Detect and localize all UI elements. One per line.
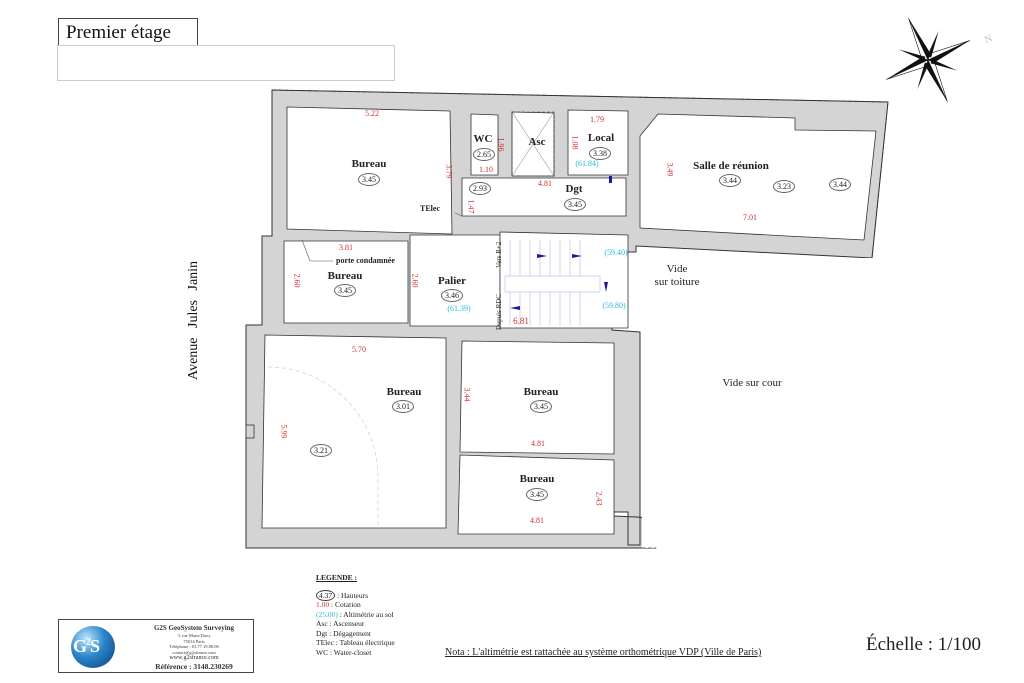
dimension: 4.81 (531, 439, 545, 448)
reference: Référence : 3148.230269 (155, 662, 233, 671)
porte-condamnee-label: porte condamnée (336, 256, 395, 265)
dimension: 1.10 (479, 165, 493, 174)
room-bureau-w (283, 240, 409, 324)
dimension: 1.79 (590, 115, 604, 124)
legend-item-dgt: Dgt : Dégagement (316, 628, 371, 638)
height-badge: 3.21 (310, 444, 332, 457)
room-label-bureau-center: Bureau (523, 386, 559, 398)
height-badge: 3.44 (719, 174, 741, 187)
legend-item-telec: TElec : Tableau électrique (316, 638, 395, 647)
dimension: 3.79 (444, 164, 454, 179)
company-block: G2S G2S GeoSystem Surveying 3, rue Marie… (58, 619, 254, 673)
room-label-local: Local (587, 132, 615, 144)
room-bureau-center (459, 340, 615, 455)
dimension: 1.96 (496, 137, 506, 152)
room-local (567, 109, 629, 176)
dimension: 5.22 (365, 109, 379, 118)
dimension: 4.81 (530, 516, 544, 525)
room-salle (639, 113, 877, 241)
company-info: G2S GeoSystem Surveying 3, rue Marie Dav… (137, 624, 251, 672)
room-bureau-nw (286, 106, 453, 235)
height-badge: 2.93 (469, 182, 491, 195)
dimension: 1.47 (466, 199, 476, 214)
dimension: 3.81 (339, 243, 353, 252)
scale-label: Échelle : 1/100 (866, 634, 982, 655)
dimension: 1.08 (570, 135, 580, 150)
room-label-wc: WC (473, 133, 493, 145)
room-label-palier: Palier (437, 275, 467, 287)
height-badge: 3.38 (589, 147, 611, 160)
height-badge: 3.01 (392, 400, 414, 413)
dimension: 3.44 (462, 387, 472, 402)
altimetry: (59.80) (602, 301, 626, 310)
room-stairs (499, 231, 629, 329)
height-badge: 3.45 (358, 173, 380, 186)
nota-text: Nota : L'altimétrie est rattachée au sys… (445, 647, 762, 658)
stair-vers-label: Vers R+2 (495, 241, 503, 268)
legend-item-cotation: 1.00 : Cotation (316, 600, 361, 609)
telec-label: TElec (420, 204, 440, 213)
dimension: 4.81 (538, 179, 552, 188)
room-label-salle-reunion: Salle de réunion (693, 160, 769, 172)
height-badge: 3.44 (829, 178, 851, 191)
legend-item-wc: WC : Water-closet (316, 647, 372, 657)
height-badge: 3.45 (526, 488, 548, 501)
dimension: 3.49 (665, 162, 675, 177)
altimetry: (59.40) (604, 248, 628, 257)
subtitle-box (57, 45, 395, 81)
company-logo-icon (71, 626, 115, 668)
dimension: 2.43 (594, 491, 604, 506)
dimension: 2.60 (410, 273, 420, 288)
dimension: 7.01 (743, 213, 757, 222)
room-label-dgt: Dgt (565, 183, 583, 195)
company-logo-text: G2S (73, 636, 100, 656)
room-label-bureau-w: Bureau (327, 270, 363, 282)
compass-rose-icon (886, 18, 970, 102)
legend-item-hauteurs: 4.37 : Hauteurs (316, 589, 395, 601)
height-badge: 3.45 (530, 400, 552, 413)
dimension: 5.99 (279, 424, 289, 439)
room-bureau-sw (261, 334, 447, 529)
room-label-bureau-south: Bureau (519, 473, 555, 485)
altimetry: (61.84) (575, 159, 599, 168)
room-label-bureau-nw: Bureau (351, 158, 387, 170)
height-badge: 3.23 (773, 180, 795, 193)
height-badge: 2.65 (473, 148, 495, 161)
height-badge: 3.45 (564, 198, 586, 211)
dimension: 2.60 (292, 273, 302, 288)
vide-cour-label: Vide sur cour (722, 377, 782, 389)
legend-item-altimetrie: (25.00) : Altimétrie au sol (316, 609, 394, 619)
plan-title: Premier étage (58, 18, 198, 45)
stair-depuis-label: Depuis RDC (495, 294, 503, 330)
room-label-bureau-sw: Bureau (386, 386, 422, 398)
dimension: 6.81 (513, 316, 529, 326)
legend: LEGENDE : 4.37 : Hauteurs 1.00 : Cotatio… (316, 573, 395, 657)
street-label: Avenue Jules Janin (186, 260, 201, 380)
dimension: 5.70 (352, 345, 366, 354)
altimetry: (61.39) (447, 304, 471, 313)
legend-title: LEGENDE : (316, 573, 358, 582)
legend-item-asc: Asc : Ascenseur (316, 619, 365, 628)
height-badge: 3.45 (334, 284, 356, 297)
height-badge: 3.46 (441, 289, 463, 302)
room-label-asc: Asc (528, 136, 546, 148)
